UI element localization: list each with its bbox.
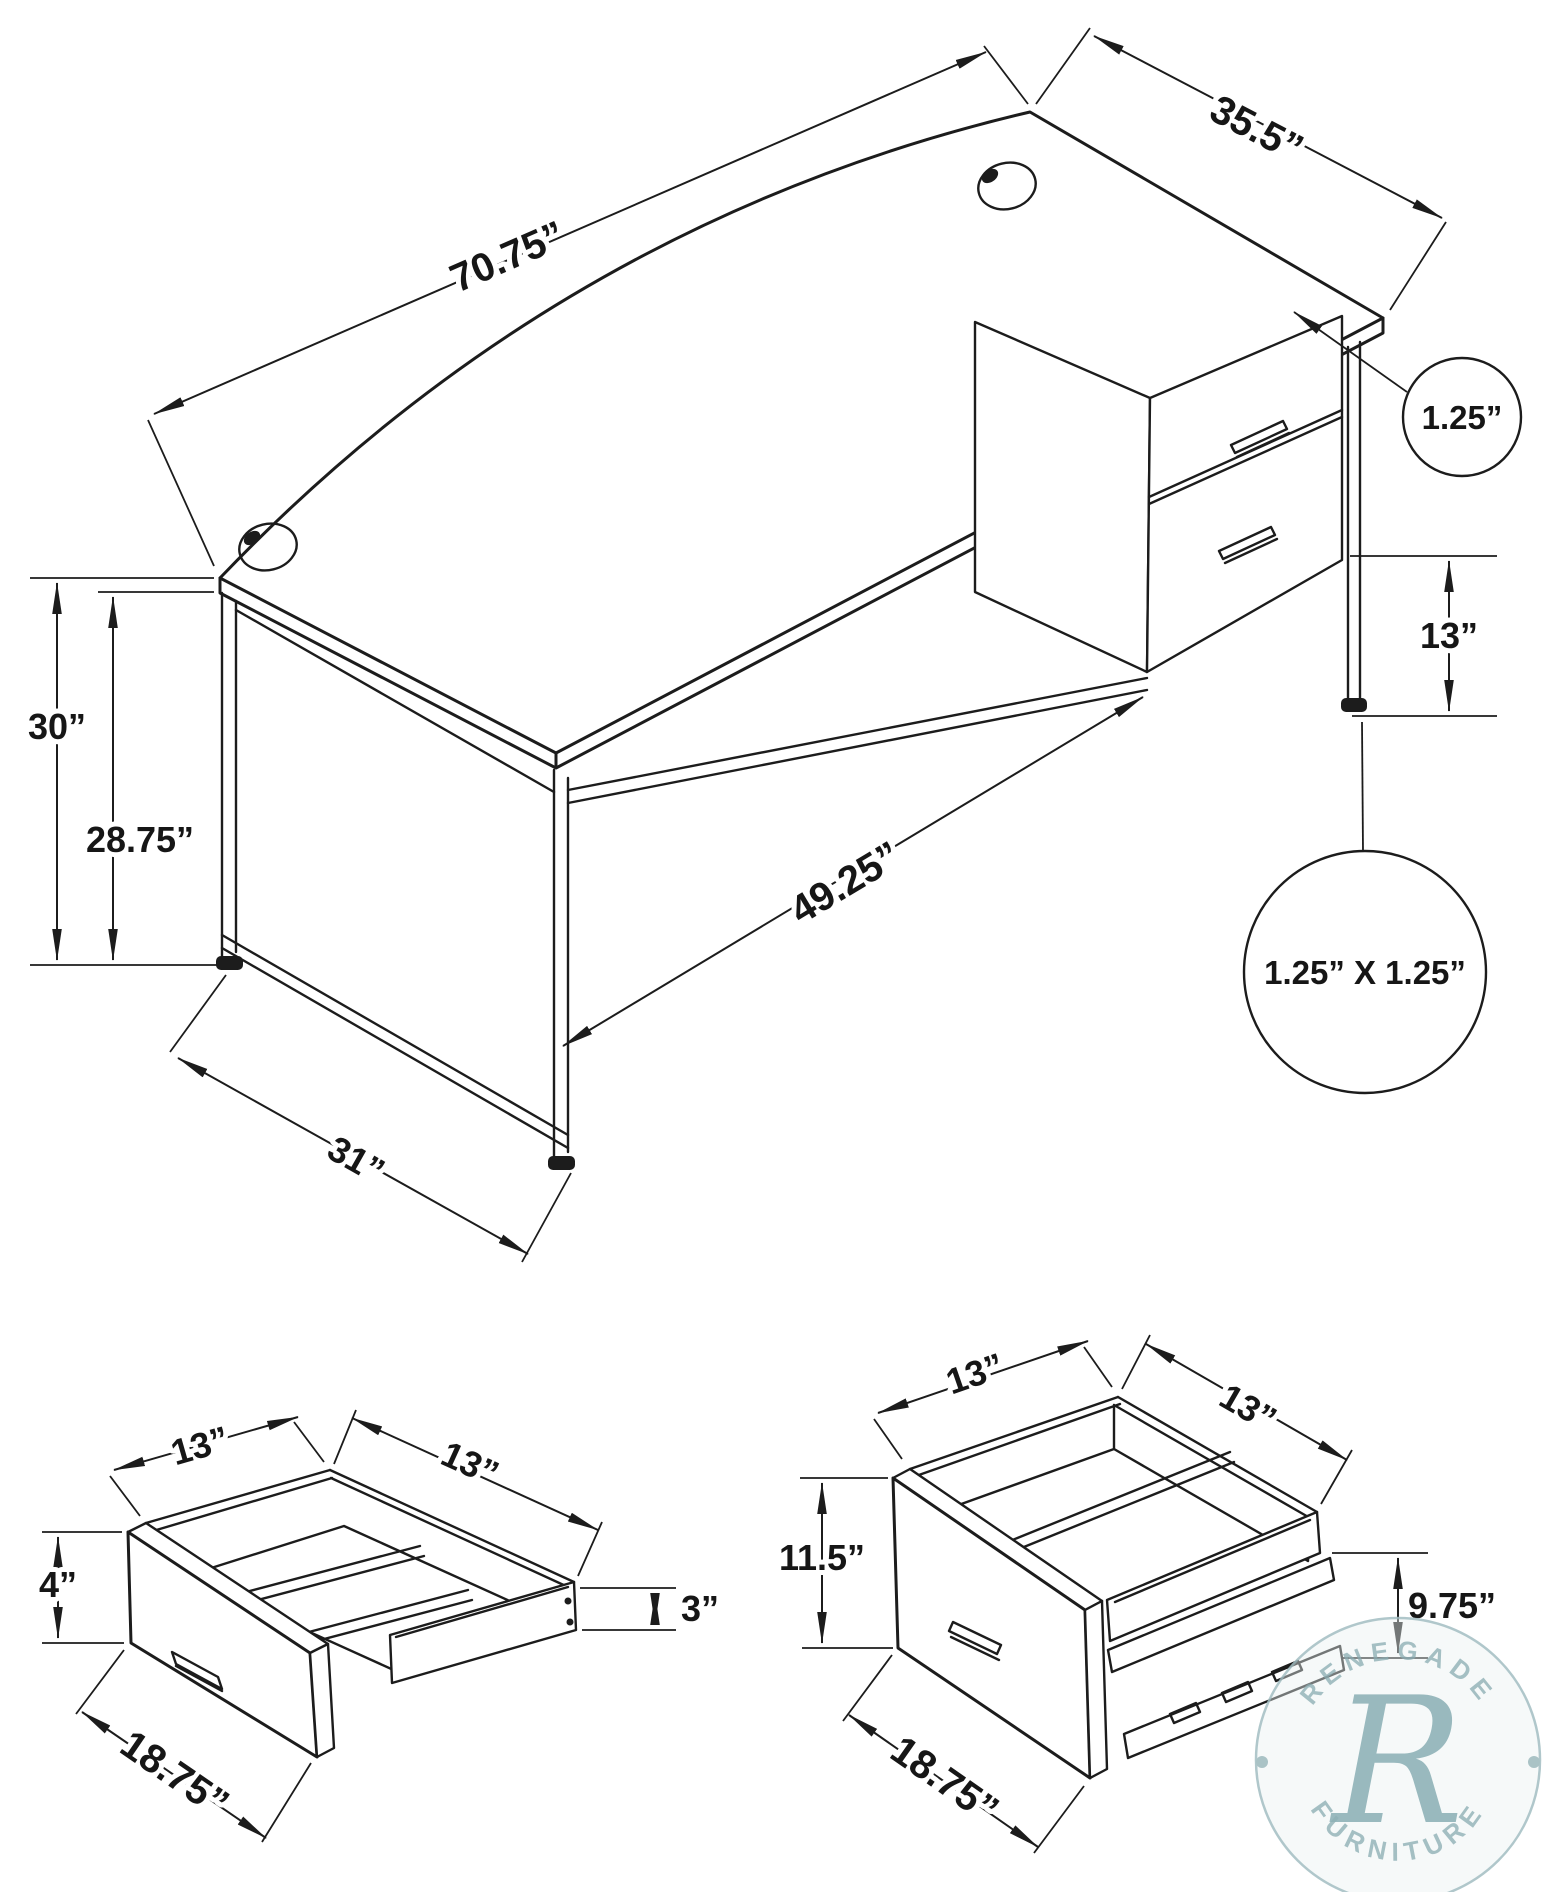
callout-circle <box>1401 356 1523 478</box>
dim-leg-profile-label: 1.25” X 1.25” <box>1264 954 1466 991</box>
dim-clearance: 28.75” <box>81 591 214 961</box>
file-drawer-left-wall <box>908 1395 1122 1478</box>
callout-leg-profile: 1.25” X 1.25” <box>1242 721 1488 1095</box>
small-drawer-rails <box>210 1544 474 1659</box>
leg-foot <box>548 1156 575 1170</box>
watermark-circle <box>1254 1616 1542 1892</box>
dim-depth-inner-label: 13” <box>941 1345 1009 1403</box>
desk-drawing <box>216 110 1385 1170</box>
dim-end-depth-label: 31” <box>321 1127 392 1191</box>
dim-depth-inner: 13” <box>109 1413 325 1517</box>
drawer-handle <box>1229 419 1291 459</box>
dim-height-label: 30” <box>28 706 86 747</box>
file-drawer-right-wall <box>1105 1510 1322 1643</box>
dim-knee-space: 49.25” <box>562 696 1144 1047</box>
dim-clearance-label: 28.75” <box>86 819 194 860</box>
dim-thickness-label: 1.25” <box>1422 399 1503 436</box>
small-drawer-front-panel <box>126 1521 336 1759</box>
drawer-handle <box>1217 525 1279 565</box>
dim-knee-space-label: 49.25” <box>783 833 909 933</box>
desk-drawer-pedestal <box>973 314 1344 674</box>
drawer-handle <box>170 1650 224 1693</box>
dim-end-depth: 31” <box>169 974 572 1263</box>
small-drawer-left-wall <box>144 1468 334 1533</box>
leg-foot <box>1341 698 1367 712</box>
dim-side-height-label: 3” <box>681 1588 719 1629</box>
watermark-dot-right <box>1528 1756 1540 1768</box>
dim-width-inner-label: 13” <box>435 1433 505 1494</box>
screw-hole <box>566 1618 574 1626</box>
dim-front-height: 11.5” <box>774 1477 893 1649</box>
brand-watermark: RENEGADE FURNITURE R <box>1254 1616 1542 1892</box>
file-drawer-front-panel <box>891 1467 1109 1780</box>
callout-top-thickness: 1.25” <box>1293 311 1523 478</box>
dim-front-width-label: 18.75” <box>883 1728 1007 1833</box>
dim-height: 30” <box>23 577 228 966</box>
dim-back-height-label: 9.75” <box>1408 1585 1496 1626</box>
screw-hole <box>564 1597 572 1605</box>
watermark-monogram: R <box>1329 1661 1464 1864</box>
small-drawer-right-wall <box>388 1580 578 1685</box>
dim-leg-clearance-label: 13” <box>1420 615 1478 656</box>
dim-back-height: 9.75” <box>1332 1552 1501 1659</box>
dim-width-inner-label: 13” <box>1213 1375 1284 1440</box>
dim-width-label: 70.75” <box>444 213 572 301</box>
dim-side-height: 3” <box>580 1583 724 1634</box>
file-drawer-slide-rails <box>1106 1556 1346 1760</box>
desk-top-thickness <box>218 316 1385 770</box>
dim-front-height-label: 4” <box>39 1564 77 1605</box>
watermark-dot-left <box>1256 1756 1268 1768</box>
desk-right-leg <box>1341 340 1367 712</box>
dim-depth-inner-label: 13” <box>166 1418 233 1473</box>
dim-leg-clearance: 13” <box>1350 555 1497 717</box>
dim-front-height: 4” <box>34 1531 124 1644</box>
drawer-handle <box>947 1620 1003 1662</box>
file-drawer-floor-rail <box>998 1450 1236 1557</box>
callout-circle <box>1242 849 1488 1095</box>
dim-front-height-label: 11.5” <box>779 1537 865 1578</box>
dim-front-width-label: 18.75” <box>113 1722 237 1826</box>
dim-depth-label: 35.5” <box>1203 87 1310 171</box>
grommet-hole-left <box>238 522 298 572</box>
small-drawer-drawing: 4” 13” 13” 3” 18.75” <box>34 1409 724 1843</box>
leg-foot <box>216 956 243 970</box>
